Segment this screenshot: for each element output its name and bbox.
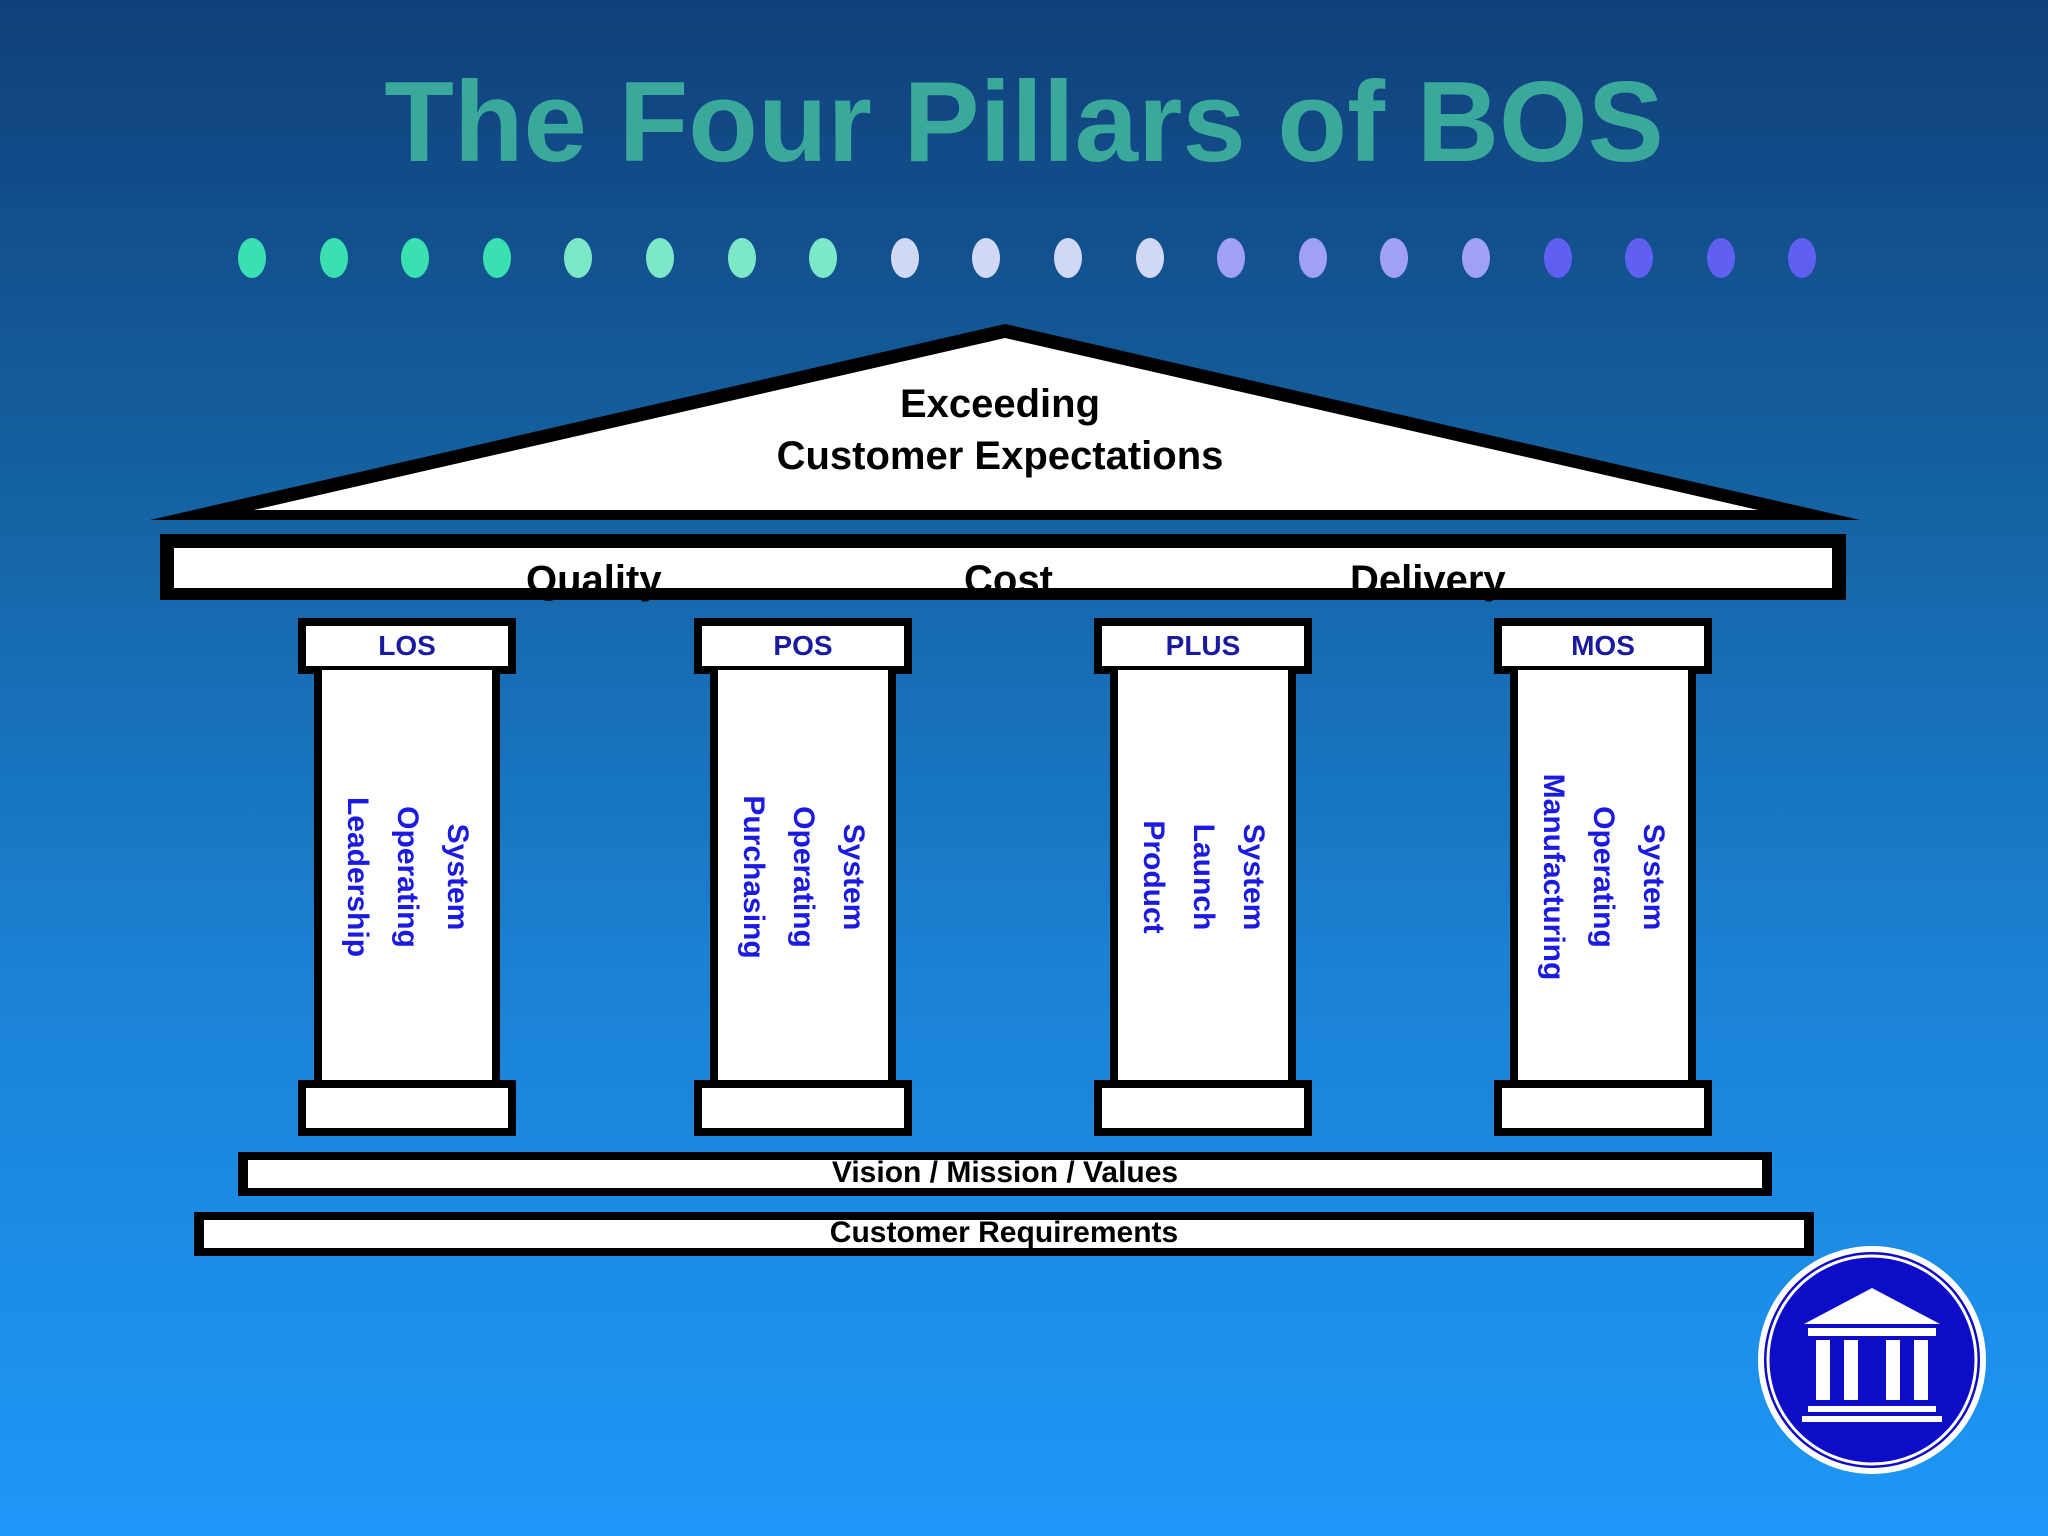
pillar-base xyxy=(1494,1080,1712,1136)
roof-text: Exceeding Customer Expectations xyxy=(700,378,1300,482)
pillar-vertical-text: System Operating Manufacturing xyxy=(1528,774,1678,981)
decorative-dot xyxy=(1707,238,1735,278)
pillar-shaft: System Operating Leadership xyxy=(314,670,500,1084)
roof-line-2: Customer Expectations xyxy=(776,434,1224,478)
foundation-label: Customer Requirements xyxy=(829,1220,1179,1248)
pillar-text-line: System xyxy=(837,823,870,931)
pillar-mos: MOS System Operating Manufacturing xyxy=(1494,618,1712,1136)
decorative-dot-row xyxy=(0,0,2048,300)
pillar-base xyxy=(694,1080,912,1136)
pillar-shaft: System Operating Manufacturing xyxy=(1510,670,1696,1084)
beam-label-cost: Cost xyxy=(964,558,1053,602)
decorative-dot xyxy=(401,238,429,278)
decorative-dot xyxy=(1299,238,1327,278)
pillar-base xyxy=(1094,1080,1312,1136)
pillar-cap-label: PLUS xyxy=(1102,626,1304,666)
foundation-customer-requirements: Customer Requirements xyxy=(194,1212,1814,1256)
pillar-vertical-text: System Operating Leadership xyxy=(332,797,482,957)
pillar-cap: POS xyxy=(694,618,912,674)
pillar-text-line: Manufacturing xyxy=(1537,773,1570,981)
pillar-text-line: System xyxy=(441,823,474,931)
decorative-dot xyxy=(1462,238,1490,278)
pillar-cap-label: MOS xyxy=(1502,626,1704,666)
pillar-cap: MOS xyxy=(1494,618,1712,674)
quality-cost-delivery-beam: Quality Cost Delivery xyxy=(160,534,1846,602)
foundation-vision-mission-values: Vision / Mission / Values xyxy=(238,1152,1772,1196)
decorative-dot xyxy=(809,238,837,278)
pillar-base xyxy=(298,1080,516,1136)
pillar-pos: POS System Operating Purchasing xyxy=(694,618,912,1136)
pillar-cap: LOS xyxy=(298,618,516,674)
pillar-text-line: Operating xyxy=(391,806,424,948)
decorative-dot xyxy=(972,238,1000,278)
decorative-dot xyxy=(891,238,919,278)
pillar-los: LOS System Operating Leadership xyxy=(298,618,516,1136)
pillar-text-line: Launch xyxy=(1187,823,1220,931)
decorative-dot xyxy=(1380,238,1408,278)
pillar-plus: PLUS System Launch Product xyxy=(1094,618,1312,1136)
decorative-dot xyxy=(1136,238,1164,278)
decorative-dot xyxy=(238,238,266,278)
pillar-text-line: Operating xyxy=(787,806,820,948)
decorative-dot xyxy=(1625,238,1653,278)
decorative-dot xyxy=(728,238,756,278)
decorative-dot xyxy=(1544,238,1572,278)
pillar-text-line: Purchasing xyxy=(737,795,770,959)
roof-pediment xyxy=(150,324,1860,520)
classical-building-icon xyxy=(1758,1246,1986,1474)
pillar-vertical-text: System Launch Product xyxy=(1128,820,1278,933)
roof-line-1: Exceeding xyxy=(899,382,1101,426)
pillar-text-line: Operating xyxy=(1587,806,1620,948)
decorative-dot xyxy=(320,238,348,278)
pillar-cap-label: POS xyxy=(702,626,904,666)
beam-label-delivery: Delivery xyxy=(1350,558,1506,602)
decorative-dot xyxy=(646,238,674,278)
pillar-text-line: System xyxy=(1237,823,1270,931)
pillar-cap: PLUS xyxy=(1094,618,1312,674)
pillar-vertical-text: System Operating Purchasing xyxy=(728,795,878,958)
pillar-shaft: System Operating Purchasing xyxy=(710,670,896,1084)
pillar-text-line: Product xyxy=(1137,820,1170,934)
decorative-dot xyxy=(564,238,592,278)
decorative-dot xyxy=(1788,238,1816,278)
beam-label-quality: Quality xyxy=(526,558,662,602)
pillar-text-line: Leadership xyxy=(341,796,374,958)
roof-fill xyxy=(254,338,1758,510)
decorative-dot xyxy=(483,238,511,278)
decorative-dot xyxy=(1054,238,1082,278)
page-title: The Four Pillars of BOS xyxy=(384,59,1664,186)
decorative-dot xyxy=(1217,238,1245,278)
foundation-label: Vision / Mission / Values xyxy=(831,1160,1179,1188)
pillar-shaft: System Launch Product xyxy=(1110,670,1296,1084)
pillar-text-line: System xyxy=(1637,823,1670,931)
pillar-cap-label: LOS xyxy=(306,626,508,666)
